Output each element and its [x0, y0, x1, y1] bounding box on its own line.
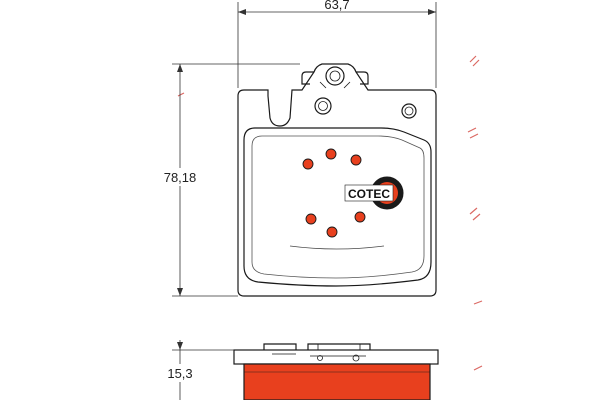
height-label: 78,18	[164, 170, 197, 185]
height-dimension: 78,18	[160, 63, 300, 297]
right-hook	[356, 71, 369, 85]
side-backing-plate	[233, 349, 439, 365]
pad-chamfer-line	[251, 135, 425, 279]
logo-text: COTEC	[348, 187, 390, 201]
clip-hole-inner	[329, 70, 341, 82]
clip-detail	[319, 81, 351, 89]
plate-hole-right	[401, 103, 417, 119]
side-friction-layer	[243, 363, 431, 400]
left-hook	[301, 71, 314, 85]
watermark-marks	[177, 55, 483, 371]
friction-pad	[243, 127, 432, 287]
backing-plate	[237, 63, 437, 297]
dot-5	[305, 213, 317, 225]
dot-4	[354, 211, 366, 223]
pad-slot	[289, 245, 385, 250]
dot-2	[350, 154, 362, 166]
dot-1	[325, 148, 337, 160]
cotec-logo: COTEC	[344, 176, 404, 210]
side-view	[233, 343, 439, 400]
plate-hole-left-inner	[318, 101, 328, 111]
thickness-label: 15,3	[167, 366, 192, 381]
wear-dots	[302, 148, 366, 238]
dot-3	[302, 158, 314, 170]
dot-6	[326, 226, 338, 238]
plate-hole-right-inner	[404, 106, 414, 116]
plate-hole-left	[314, 97, 332, 115]
clip-hole	[325, 66, 345, 86]
width-label: 63,7	[324, 0, 349, 12]
thickness-dimension: 15,3	[160, 340, 234, 400]
width-dimension: 63,7	[237, 0, 437, 88]
